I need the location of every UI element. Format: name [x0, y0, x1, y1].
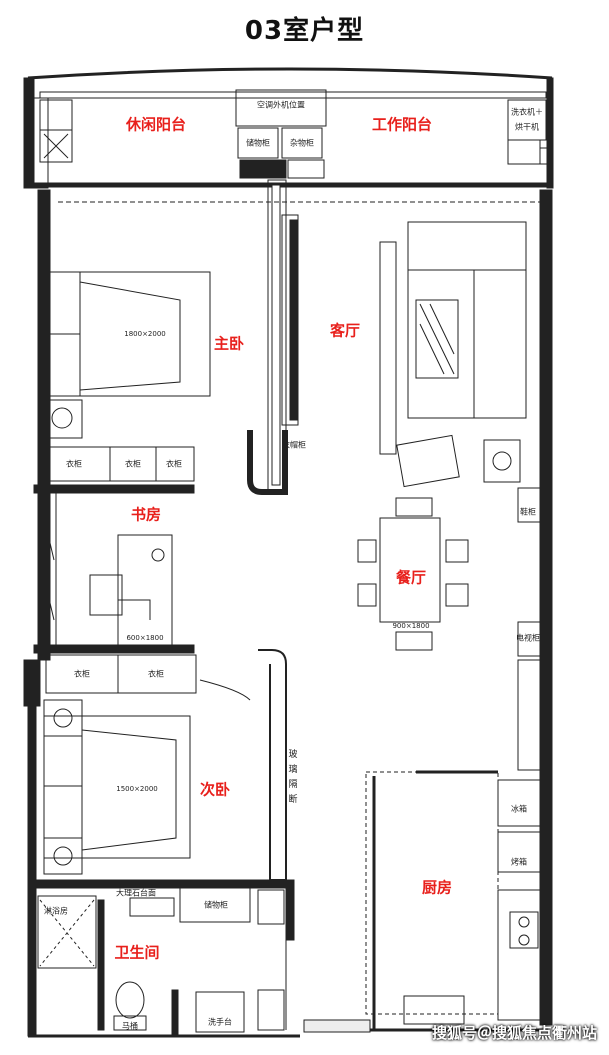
room-living-room: 客厅: [329, 321, 361, 340]
label-wardrobe-e: 衣柜: [148, 669, 164, 679]
label-shower: 淋浴房: [44, 906, 68, 916]
outer-wall-west: [37, 189, 51, 661]
plan-title: 03室户型: [244, 16, 365, 46]
ac-unit-box: [235, 89, 327, 127]
label-oven: 烤箱: [511, 857, 527, 867]
label-tv-cabinet: 电视柜: [516, 633, 540, 643]
outer-wall-north: [27, 67, 553, 80]
label-washer-2: 烘干机: [515, 122, 539, 132]
outer-wall-west-low: [27, 705, 37, 1037]
dim-dining-table: 900×1800: [392, 622, 430, 630]
wall-second-curve: [258, 649, 287, 881]
room-dining: 餐厅: [395, 568, 427, 587]
sofa: [407, 221, 527, 419]
label-storage-2: 杂物柜: [290, 138, 314, 148]
wall-master-curve: [247, 430, 288, 495]
toilet: [115, 981, 145, 1019]
label-sideboard: 衣帽柜: [282, 440, 306, 450]
wardrobe-row: [37, 446, 195, 482]
room-leisure-balcony: 休闲阳台: [125, 115, 187, 134]
shower: [37, 895, 97, 969]
room-study: 书房: [130, 505, 162, 524]
label-wardrobe-c: 衣柜: [166, 459, 182, 469]
outer-wall-west-top: [23, 77, 35, 189]
label-wardrobe-b: 衣柜: [125, 459, 141, 469]
outer-wall-east: [539, 189, 553, 1026]
label-wardrobe-a: 衣柜: [66, 459, 82, 469]
room-work-balcony: 工作阳台: [371, 115, 433, 134]
label-glass-partition: 玻璃隔断: [288, 750, 298, 805]
room-master-bedroom: 主卧: [213, 334, 245, 353]
label-bath-top: 大理石台面: [116, 888, 156, 898]
coffee-table: [415, 299, 459, 379]
watermark: 搜狐号＠搜狐焦点衢州站: [431, 1024, 597, 1042]
dim-desk: 600×1800: [126, 634, 164, 642]
label-washbasin: 洗手台: [208, 1017, 232, 1027]
label-bath-cabinet: 储物柜: [204, 900, 228, 910]
label-washer-1: 洗衣机＋: [511, 107, 543, 117]
room-bathroom: 卫生间: [114, 943, 160, 962]
label-wardrobe-d: 衣柜: [74, 669, 90, 679]
label-shoe-cabinet: 鞋柜: [520, 507, 536, 517]
label-ac-unit: 空调外机位置: [257, 100, 305, 110]
room-second-bedroom: 次卧: [199, 780, 231, 799]
dim-second-bed: 1500×2000: [116, 785, 158, 793]
balcony-top-band: [39, 91, 547, 99]
label-toilet: 马桶: [122, 1021, 138, 1031]
outer-wall-east-top: [546, 77, 554, 189]
room-kitchen: 厨房: [421, 878, 453, 897]
dim-master-bed: 1800×2000: [124, 330, 166, 338]
desk: [117, 534, 173, 646]
outer-wall-west-mid: [23, 659, 41, 707]
label-storage-1: 储物柜: [246, 138, 270, 148]
dining-table: [379, 517, 441, 623]
label-fridge: 冰箱: [511, 804, 527, 814]
